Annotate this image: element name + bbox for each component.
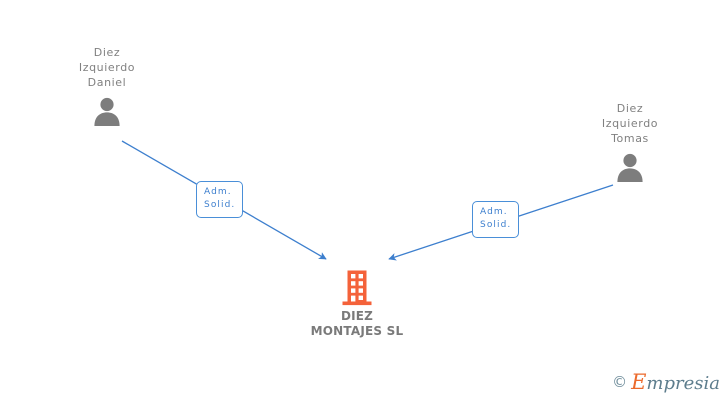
avatar-left-wrap	[32, 95, 182, 129]
company-label: DIEZ MONTAJES SL	[310, 309, 404, 338]
watermark: © Empresia	[612, 372, 720, 393]
brand-initial: E	[631, 370, 647, 394]
edge-label-right[interactable]: Adm. Solid.	[472, 201, 520, 238]
brand-name: Empresia	[631, 372, 720, 393]
person-label-left: Diez Izquierdo Daniel	[78, 46, 136, 89]
building-icon	[342, 270, 372, 306]
person-label-right: Diez Izquierdo Tomas	[601, 102, 659, 145]
edge-label-left[interactable]: Adm. Solid.	[196, 181, 244, 218]
person-avatar-icon	[94, 97, 120, 126]
copyright-icon: ©	[612, 373, 628, 391]
company-icon-wrap	[277, 268, 437, 306]
person-node-left[interactable]: Diez Izquierdo Daniel	[32, 45, 182, 129]
company-node[interactable]: DIEZ MONTAJES SL	[277, 268, 437, 339]
avatar-right-wrap	[555, 151, 705, 185]
person-node-right[interactable]: Diez Izquierdo Tomas	[555, 101, 705, 185]
person-avatar-icon	[617, 153, 643, 182]
brand-rest: mpresia	[646, 373, 720, 394]
